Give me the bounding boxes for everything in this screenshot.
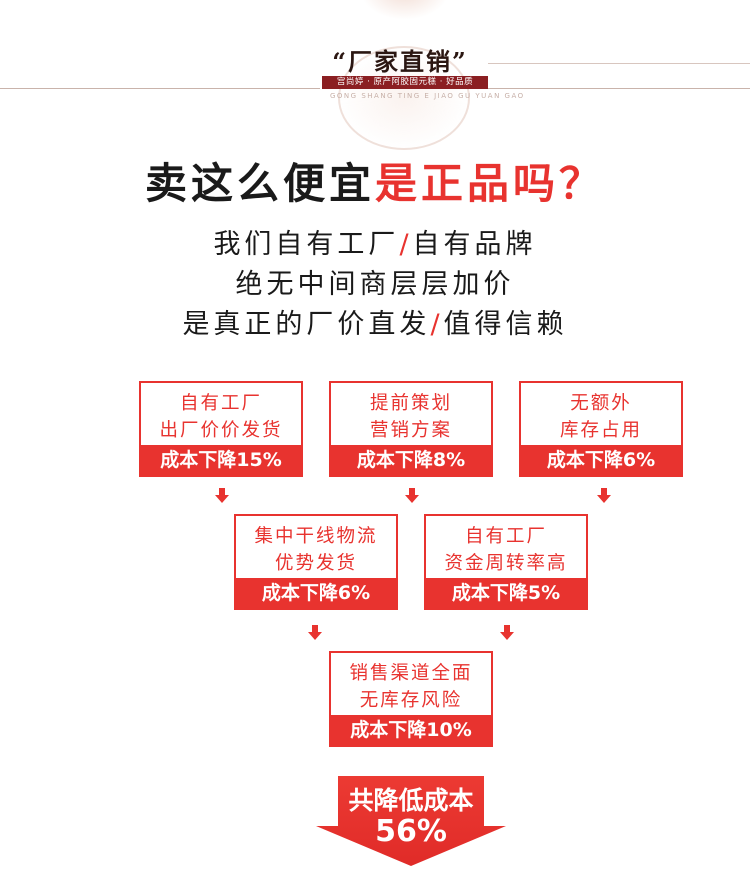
total-saving-arrow-icon xyxy=(316,776,506,866)
cost-box-line2: 出厂价价发货 xyxy=(159,420,283,441)
cost-box-line1: 自有工厂 xyxy=(179,393,262,414)
cost-box-line2: 资金周转率高 xyxy=(444,553,568,574)
cost-box-saving: 成本下降6% xyxy=(236,578,396,608)
cost-box-line1: 无额外 xyxy=(570,393,632,414)
cost-box-channels: 销售渠道全面 无库存风险 成本下降10% xyxy=(329,651,493,747)
claim-line-1: 我们自有工厂/自有品牌 xyxy=(0,222,750,261)
header-title: “厂家直销” xyxy=(332,47,468,76)
headline-highlight-part: 是正品吗？ xyxy=(375,159,606,208)
down-arrow-icon xyxy=(597,488,611,504)
down-arrow-icon xyxy=(500,625,514,641)
total-saving-label: 共降低成本 xyxy=(348,786,474,815)
cost-box-line2: 营销方案 xyxy=(369,420,452,441)
cost-box-saving: 成本下降15% xyxy=(141,445,301,475)
claim-line-2: 绝无中间商层层加价 xyxy=(235,269,515,300)
down-arrow-icon xyxy=(405,488,419,504)
claim-slash: / xyxy=(430,309,444,340)
claim-line-1-b: 自有品牌 xyxy=(412,229,537,260)
total-saving-value: 56% xyxy=(375,814,447,849)
headline-question-part: 卖这么便宜 xyxy=(144,159,375,208)
header-brand-band: 宫尚婷 · 原产阿胶固元糕 · 好品质 xyxy=(322,76,488,89)
header-seal-decoration xyxy=(338,46,470,150)
cost-box-line2: 库存占用 xyxy=(559,420,642,441)
claim-slash: / xyxy=(399,229,413,260)
cost-box-logistics: 集中干线物流 优势发货 成本下降6% xyxy=(234,514,398,610)
header-divider-left xyxy=(0,88,320,89)
headline: 卖这么便宜是正品吗？ xyxy=(0,150,750,211)
cost-box-marketing: 提前策划 营销方案 成本下降8% xyxy=(329,381,493,477)
cost-box-saving: 成本下降5% xyxy=(426,578,586,608)
header-divider-top xyxy=(488,63,750,64)
cost-box-line1: 提前策划 xyxy=(369,393,452,414)
claim-line-1-a: 我们自有工厂 xyxy=(213,229,400,260)
header-glow xyxy=(360,0,450,20)
cost-box-saving: 成本下降10% xyxy=(331,715,491,745)
cost-box-line1: 销售渠道全面 xyxy=(349,663,473,684)
down-arrow-icon xyxy=(215,488,229,504)
claim-line-3-b: 值得信赖 xyxy=(443,309,568,340)
cost-box-line1: 自有工厂 xyxy=(464,526,547,547)
down-arrow-icon xyxy=(308,625,322,641)
claim-line-3-a: 是真正的厂价直发 xyxy=(182,309,431,340)
cost-box-line2: 无库存风险 xyxy=(359,690,463,711)
header-divider-right xyxy=(488,88,750,89)
cost-box-line1: 集中干线物流 xyxy=(254,526,378,547)
cost-box-inventory: 无额外 库存占用 成本下降6% xyxy=(519,381,683,477)
header-subtitle: GONG SHANG TING E JIAO GU YUAN GAO xyxy=(330,92,525,100)
cost-box-capital: 自有工厂 资金周转率高 成本下降5% xyxy=(424,514,588,610)
cost-box-factory: 自有工厂 出厂价价发货 成本下降15% xyxy=(139,381,303,477)
claim-line-3: 是真正的厂价直发/值得信赖 xyxy=(0,302,750,341)
cost-box-saving: 成本下降6% xyxy=(521,445,681,475)
cost-box-line2: 优势发货 xyxy=(274,553,357,574)
cost-box-saving: 成本下降8% xyxy=(331,445,491,475)
